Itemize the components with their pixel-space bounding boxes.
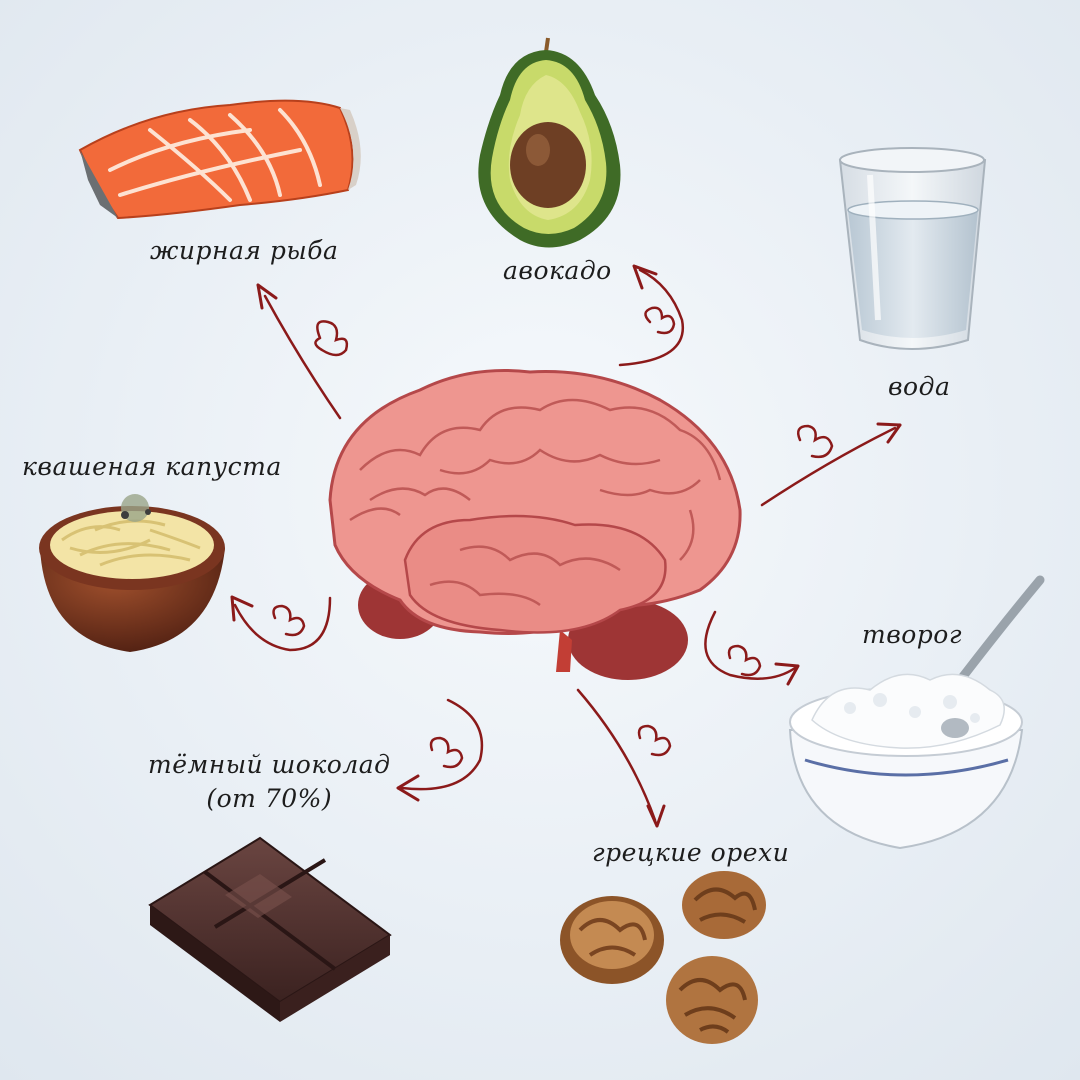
water-glass-icon <box>838 147 987 350</box>
label-avocado: авокадо <box>503 256 612 285</box>
salmon-icon <box>78 99 361 220</box>
arrow-to-walnuts <box>576 688 672 828</box>
arrow-to-cottage-cheese <box>704 610 800 686</box>
label-dark-chocolate-line1: тёмный шоколад <box>148 750 391 779</box>
arrow-to-chocolate <box>396 698 484 802</box>
label-dark-chocolate-line2: (от 70%) <box>206 784 333 813</box>
brain-icon <box>328 369 742 680</box>
label-water: вода <box>888 372 951 401</box>
label-dark-chocolate: тёмный шоколад (от 70%) <box>148 748 391 816</box>
label-sauerkraut: квашеная капуста <box>22 452 282 481</box>
arrow-to-sauerkraut <box>230 595 332 652</box>
walnuts-icon <box>560 871 766 1044</box>
dark-chocolate-icon <box>148 836 392 1022</box>
label-fatty-fish: жирная рыба <box>150 236 339 265</box>
avocado-icon <box>478 37 621 248</box>
label-walnuts: грецкие орехи <box>592 838 790 867</box>
label-cottage-cheese: творог <box>862 620 962 649</box>
cottage-cheese-bowl-icon <box>788 575 1045 850</box>
sauerkraut-bowl-icon <box>39 494 225 652</box>
arrow-to-fish <box>256 283 349 420</box>
arrow-to-avocado <box>618 264 685 367</box>
arrow-to-water <box>760 422 902 507</box>
